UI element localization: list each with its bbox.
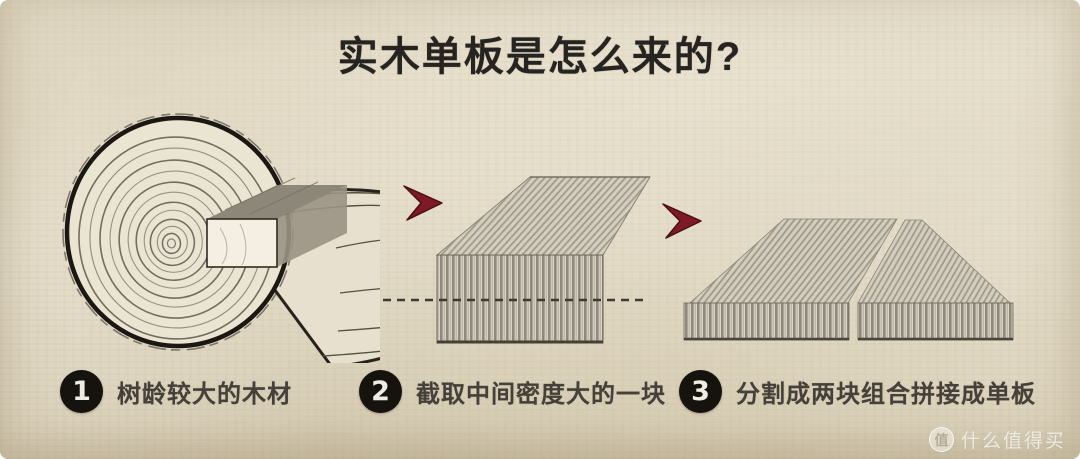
chevron-right-icon <box>662 203 702 239</box>
page-title: 实木单板是怎么来的? <box>337 35 743 79</box>
step-item-3: 3 分割成两块组合拼接成单板 <box>679 369 1036 413</box>
step-item-1: 1 树龄较大的木材 <box>60 369 292 413</box>
smzdm-logo-icon: 值 <box>928 427 954 452</box>
step-2-number-badge: 2 <box>359 369 402 413</box>
step-2-label: 截取中间密度大的一块 <box>416 380 666 408</box>
log-illustration <box>62 113 380 363</box>
center-block-illustration <box>383 176 651 344</box>
step-item-2: 2 截取中间密度大的一块 <box>359 369 666 413</box>
step-3-label: 分割成两块组合拼接成单板 <box>736 380 1036 408</box>
step-3-number-badge: 3 <box>679 369 722 413</box>
chevron-right-icon <box>403 185 443 221</box>
step-1-number-badge: 1 <box>60 369 103 413</box>
watermark: 值 什么值得买 <box>928 426 1066 453</box>
watermark-text: 什么值得买 <box>960 431 1066 452</box>
split-boards-illustration <box>683 218 1014 341</box>
step-1-label: 树龄较大的木材 <box>117 380 292 408</box>
